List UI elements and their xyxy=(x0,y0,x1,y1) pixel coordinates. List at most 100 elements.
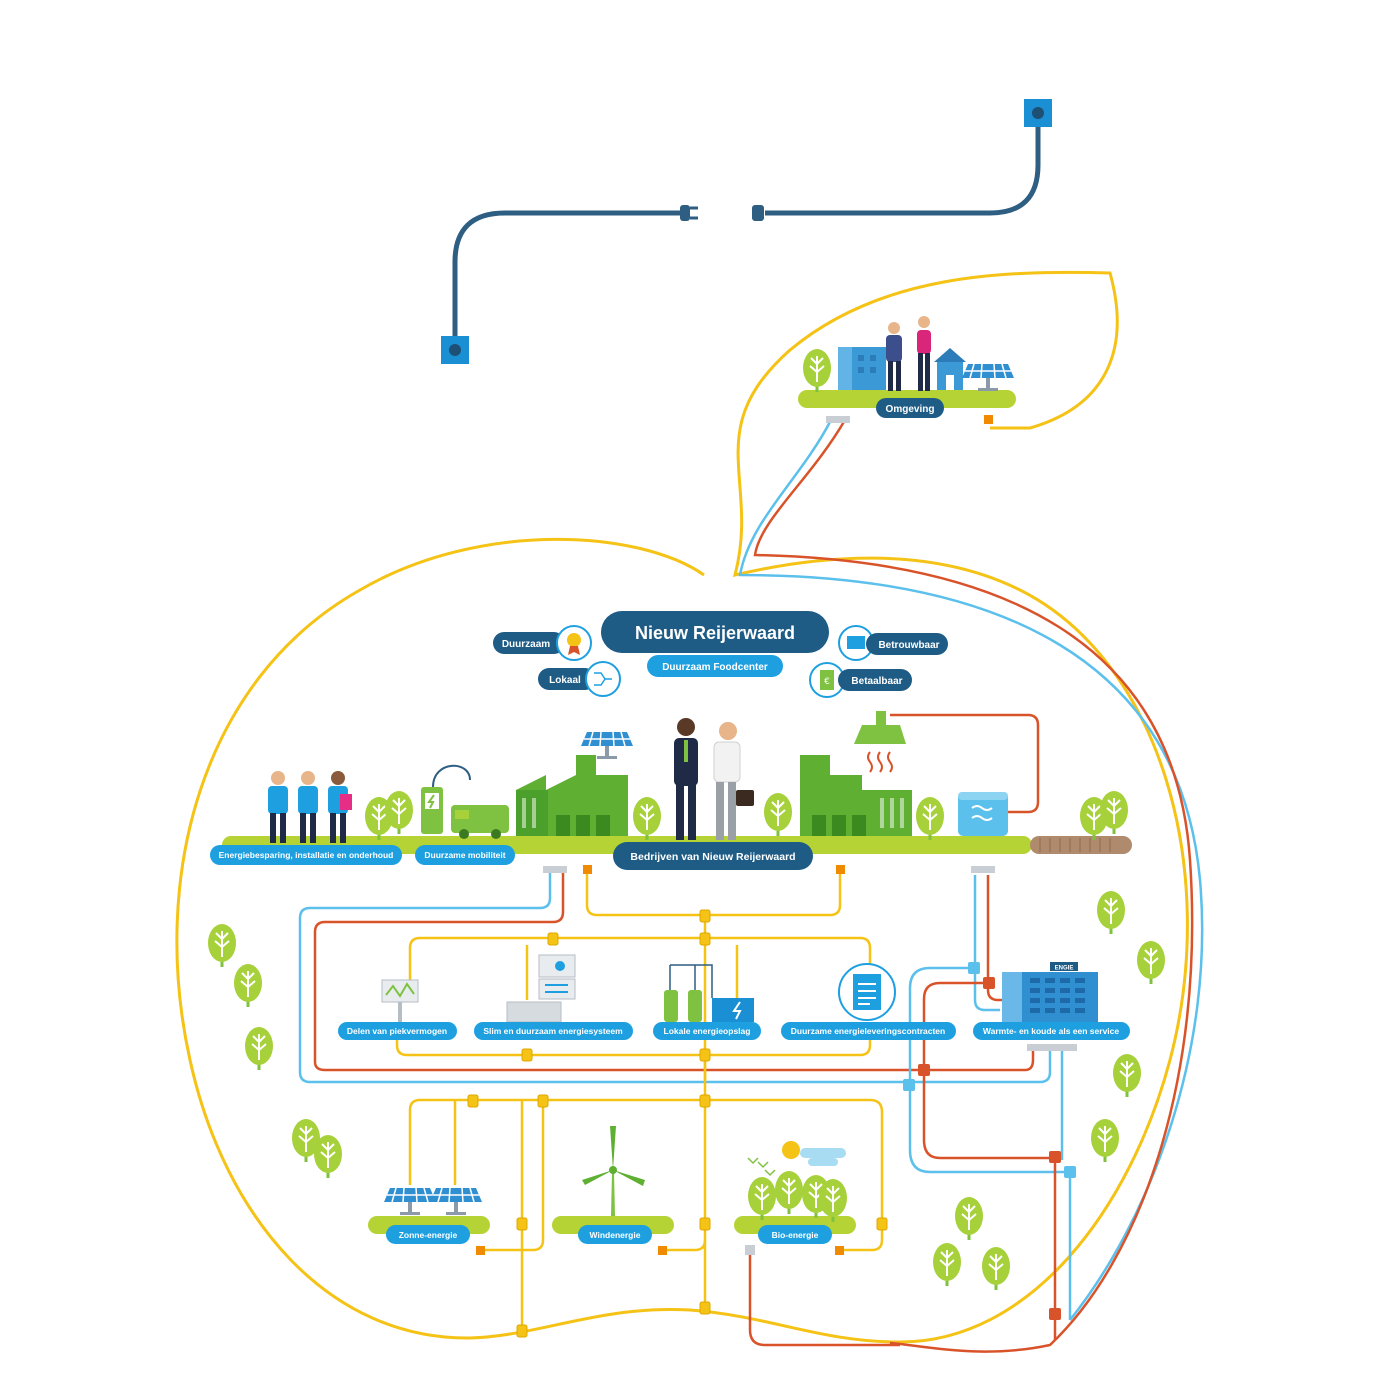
pill-businesses xyxy=(613,842,813,870)
pill-source xyxy=(386,1225,470,1244)
pill-source xyxy=(758,1225,832,1244)
source-label: Zonne-energie xyxy=(399,1230,458,1240)
person-icon xyxy=(886,322,902,391)
tree-icon xyxy=(1096,890,1126,935)
circuit-icon xyxy=(585,661,621,697)
exhaust-hood-icon xyxy=(854,711,906,773)
solar-panel-icon xyxy=(580,731,634,760)
tree-icon xyxy=(981,1246,1011,1291)
page-title: Nieuw Reijerwaard xyxy=(635,623,795,643)
pill-service xyxy=(653,1022,761,1040)
value-label: Lokaal xyxy=(549,675,581,686)
pipe-segment xyxy=(1030,836,1132,854)
charging-station-icon xyxy=(421,764,471,834)
pill-service xyxy=(338,1022,457,1040)
battery-storage-icon xyxy=(664,964,754,1022)
title-pill xyxy=(601,611,829,653)
solar-panel-icon xyxy=(961,363,1015,392)
factory-icon xyxy=(800,755,912,836)
business-service-label: Duurzame mobiliteit xyxy=(424,850,505,860)
worker-icon xyxy=(328,771,352,843)
tree-icon xyxy=(233,963,263,1008)
subtitle-pill xyxy=(647,655,783,677)
value-pill xyxy=(866,633,948,655)
value-label: Betaalbaar xyxy=(851,676,902,687)
tree-icon xyxy=(954,1196,984,1241)
business-scene: Energiebesparing, installatie en onderho… xyxy=(210,711,1132,870)
pill-source xyxy=(578,1225,652,1244)
pill-service xyxy=(781,1022,956,1040)
solar-panel-icon xyxy=(429,1187,483,1216)
service-label: Slim en duurzaam energiesysteem xyxy=(483,1026,623,1036)
socket-icon xyxy=(441,336,469,364)
tree-icon xyxy=(632,796,662,841)
electric-van-icon xyxy=(451,805,509,839)
tree-icon xyxy=(915,796,945,841)
value-label: Betrouwbaar xyxy=(878,640,939,651)
businessman-icon xyxy=(674,718,698,840)
worker-icon xyxy=(268,771,288,843)
socket-icon xyxy=(1024,99,1052,127)
pill-business-service xyxy=(210,845,402,865)
service-label: Warmte- en koude als een service xyxy=(983,1026,1119,1036)
tree-icon xyxy=(932,1242,962,1287)
electricity-lines xyxy=(395,872,884,1330)
smart-system-icon xyxy=(506,954,576,1023)
value-pill xyxy=(493,632,565,654)
tree-icon xyxy=(802,348,832,393)
water-tank-icon xyxy=(958,792,1008,836)
person-icon xyxy=(917,316,931,391)
title-block: Nieuw Reijerwaard Duurzaam Foodcenter Du… xyxy=(493,611,948,698)
service-label: Lokale energieopslag xyxy=(664,1026,751,1036)
pill-business-service xyxy=(415,845,515,865)
contract-document-icon xyxy=(838,963,896,1021)
factory-icon xyxy=(516,755,628,836)
building-sign: ENGIE xyxy=(1055,966,1074,972)
tree-icon xyxy=(244,1026,274,1071)
tree-icon xyxy=(1090,1118,1120,1163)
peak-monitor-icon xyxy=(381,979,419,1022)
pill-omgeving xyxy=(876,398,944,418)
tree-icon xyxy=(1136,940,1166,985)
svg-text:€: € xyxy=(824,677,830,687)
pill-service xyxy=(474,1022,633,1040)
service-label: Duurzame energieleveringscontracten xyxy=(791,1026,945,1036)
engie-building-icon: ENGIE xyxy=(1002,962,1098,1022)
power-cables xyxy=(441,99,1052,364)
source-label: Bio-energie xyxy=(772,1230,819,1240)
page-subtitle: Duurzaam Foodcenter xyxy=(662,662,768,673)
worker-icon xyxy=(298,771,318,843)
omgeving-scene: Omgeving xyxy=(798,316,1016,418)
businesses-label: Bedrijven van Nieuw Reijerwaard xyxy=(630,851,795,863)
tree-icon xyxy=(207,923,237,968)
tree-icon xyxy=(774,1170,804,1215)
source-label: Windenergie xyxy=(590,1230,641,1240)
value-pill xyxy=(538,668,596,690)
value-label: Duurzaam xyxy=(502,639,550,650)
house-icon xyxy=(934,348,966,390)
tree-icon xyxy=(1112,1053,1142,1098)
line-connectors xyxy=(467,415,1077,1338)
sources-row: Zonne-energie Windenergie Bio-energie xyxy=(368,1126,856,1244)
tree-icon xyxy=(763,792,793,837)
services-row: ENGIE Delen van piekvermogen Slim en duu… xyxy=(338,954,1130,1040)
tree-icon xyxy=(747,1176,777,1221)
wind-turbine-icon xyxy=(582,1126,645,1216)
decorative-trees xyxy=(207,890,1166,1291)
plug-socket-end-icon xyxy=(752,205,764,221)
heat-pipe xyxy=(890,713,1040,814)
bio-energy-icon xyxy=(747,1141,846,1177)
omgeving-label: Omgeving xyxy=(886,404,935,415)
value-pill xyxy=(838,669,912,691)
thermal-pipes xyxy=(298,419,1204,1353)
pill-service xyxy=(973,1022,1130,1040)
apartment-building-icon xyxy=(838,347,886,390)
tree-icon xyxy=(818,1178,848,1223)
plug-icon xyxy=(680,205,690,221)
businesswoman-icon xyxy=(713,722,754,840)
tree-icon xyxy=(313,1134,343,1179)
solar-panel-icon xyxy=(383,1187,437,1216)
business-service-label: Energiebesparing, installatie en onderho… xyxy=(219,850,394,860)
service-label: Delen van piekvermogen xyxy=(347,1026,447,1036)
